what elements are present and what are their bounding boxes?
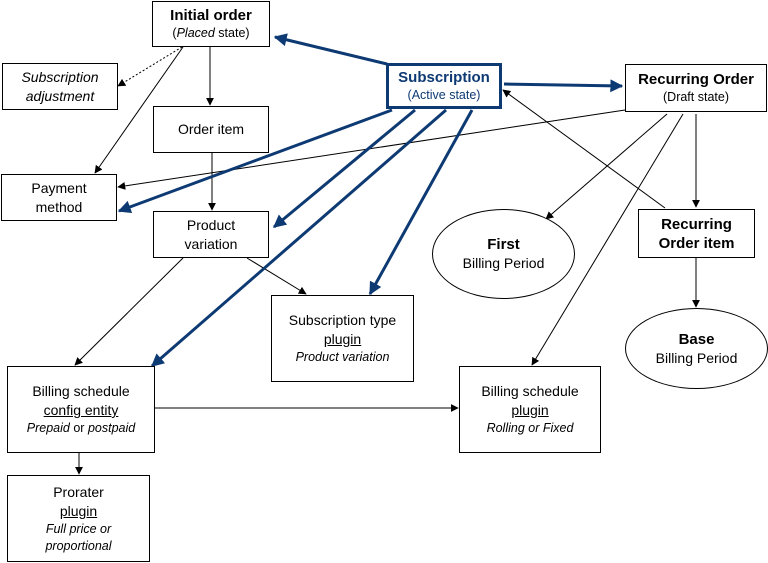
edge-subscription-to-initial — [273, 33, 388, 66]
edge-subscription-to-type-plugin — [368, 109, 474, 296]
first-billing-period-node: First Billing Period — [432, 209, 575, 299]
subscription-adjustment-node: Subscription adjustment — [2, 63, 118, 110]
subscription-type-plugin-link: plugin — [323, 331, 362, 347]
first-billing-period-title: First — [487, 236, 520, 253]
recurring-order-item-line2: Order item — [658, 234, 735, 252]
product-variation-line2: variation — [184, 235, 238, 252]
edge-subscription-to-recurring — [503, 79, 624, 93]
order-item-label: Order item — [177, 121, 245, 137]
prorater-line3: Full price or — [45, 521, 112, 536]
edge-subscription-to-variation — [272, 108, 416, 229]
billing-schedule-plugin-node: Billing schedule plugin Rolling or Fixed — [459, 366, 601, 453]
subscription-adjustment-line2: adjustment — [25, 87, 95, 104]
recurring-order-item-line1: Recurring — [661, 215, 732, 233]
initial-order-state: (Placed state) — [172, 26, 250, 40]
prorater-line4: proportional — [45, 538, 112, 553]
initial-order-node: Initial order (Placed state) — [152, 1, 270, 47]
prorater-plugin-node: Prorater plugin Full price or proportion… — [7, 475, 150, 562]
base-billing-period-subtitle: Billing Period — [655, 349, 738, 366]
billing-schedule-config-line1: Billing schedule — [32, 383, 130, 399]
subscription-type-line1: Subscription type — [288, 312, 397, 328]
payment-method-node: Payment method — [1, 174, 117, 221]
prorater-plugin-link: plugin — [59, 502, 98, 519]
payment-method-line2: method — [35, 198, 83, 215]
initial-order-title: Initial order — [170, 7, 252, 24]
subscription-adjustment-line1: Subscription — [21, 68, 99, 85]
product-variation-node: Product variation — [153, 211, 269, 258]
recurring-order-node: Recurring Order (Draft state) — [625, 64, 767, 112]
edge-variation-to-schedule-config — [74, 257, 184, 366]
edge-recurring-to-schedule-plugin — [531, 113, 684, 366]
base-billing-period-node: Base Billing Period — [625, 308, 768, 389]
edge-recurring-item-to-subscription — [502, 89, 666, 209]
billing-schedule-config-node: Billing schedule config entity Prepaid o… — [7, 366, 155, 453]
prorater-line1: Prorater — [53, 483, 104, 500]
subscription-state: (Active state) — [407, 88, 481, 102]
edge-subscription-to-schedule-config — [151, 108, 447, 368]
payment-method-line1: Payment — [31, 179, 87, 196]
recurring-order-state: (Draft state) — [663, 90, 729, 104]
first-billing-period-subtitle: Billing Period — [462, 255, 545, 271]
edge-recurring-to-first-period — [545, 113, 668, 220]
subscription-title: Subscription — [398, 69, 490, 86]
billing-schedule-plugin-line3: Rolling or Fixed — [486, 421, 574, 435]
order-item-node: Order item — [153, 106, 269, 153]
billing-schedule-plugin-link: plugin — [511, 402, 549, 418]
billing-schedule-plugin-line1: Billing schedule — [481, 383, 579, 399]
subscription-type-line3: Product variation — [295, 350, 390, 364]
product-variation-line1: Product — [186, 216, 236, 233]
subscription-node: Subscription (Active state) — [386, 63, 502, 109]
edge-initial-to-adjustment — [117, 46, 183, 87]
recurring-order-item-node: Recurring Order item — [638, 209, 755, 258]
edge-subscription-to-payment — [117, 108, 393, 214]
edge-recurring-to-payment — [117, 109, 626, 190]
base-billing-period-title: Base — [678, 330, 715, 348]
subscription-type-plugin-node: Subscription type plugin Product variati… — [271, 295, 414, 382]
billing-schedule-config-entity: config entity — [43, 402, 119, 418]
billing-schedule-config-line3: Prepaid or postpaid — [26, 421, 136, 435]
recurring-order-title: Recurring Order — [638, 71, 754, 88]
edge-variation-to-type-plugin — [246, 257, 307, 295]
edge-initial-to-payment — [94, 46, 184, 174]
